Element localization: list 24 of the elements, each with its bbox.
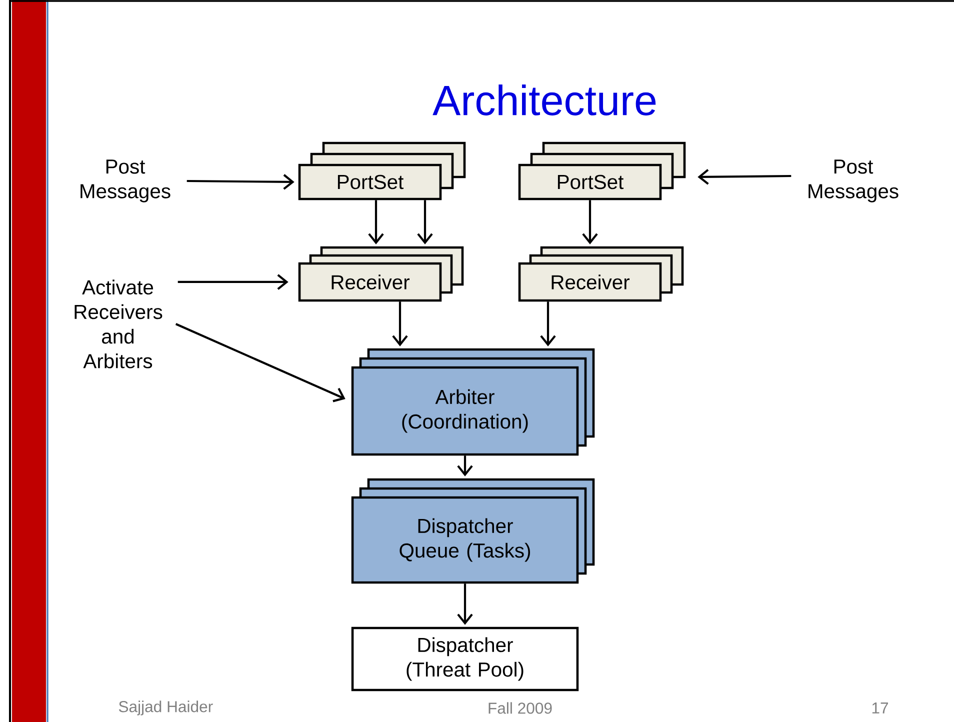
arrow [175, 323, 346, 402]
page-number: 17 [872, 702, 888, 714]
stacked-box: PortSet [518, 142, 686, 200]
arrow [698, 169, 792, 185]
arrow [540, 302, 556, 346]
arrow [368, 200, 384, 244]
stacked-box: Dispatcher Queue (Tasks) [351, 478, 595, 584]
arrow [582, 200, 598, 244]
arrow [186, 174, 294, 190]
slide-title: Architecture [432, 84, 656, 116]
stacked-box: Receiver [298, 246, 464, 302]
arrow [392, 302, 408, 346]
text-label: Activate Receivers and Arbiters [74, 280, 162, 368]
stacked-box: Arbiter (Coordination) [351, 348, 595, 456]
text-label: Post Messages [808, 160, 898, 202]
arrow [457, 456, 473, 476]
arrow [417, 200, 433, 244]
stacked-box: PortSet [298, 142, 466, 200]
arrow [457, 584, 473, 625]
process-box: Dispatcher (Threat Pool) [351, 626, 579, 692]
footer-author: Sajjad Haider [118, 700, 213, 716]
arrow [178, 274, 288, 290]
text-label: Post Messages [80, 160, 170, 202]
stacked-box: Receiver [518, 246, 684, 302]
